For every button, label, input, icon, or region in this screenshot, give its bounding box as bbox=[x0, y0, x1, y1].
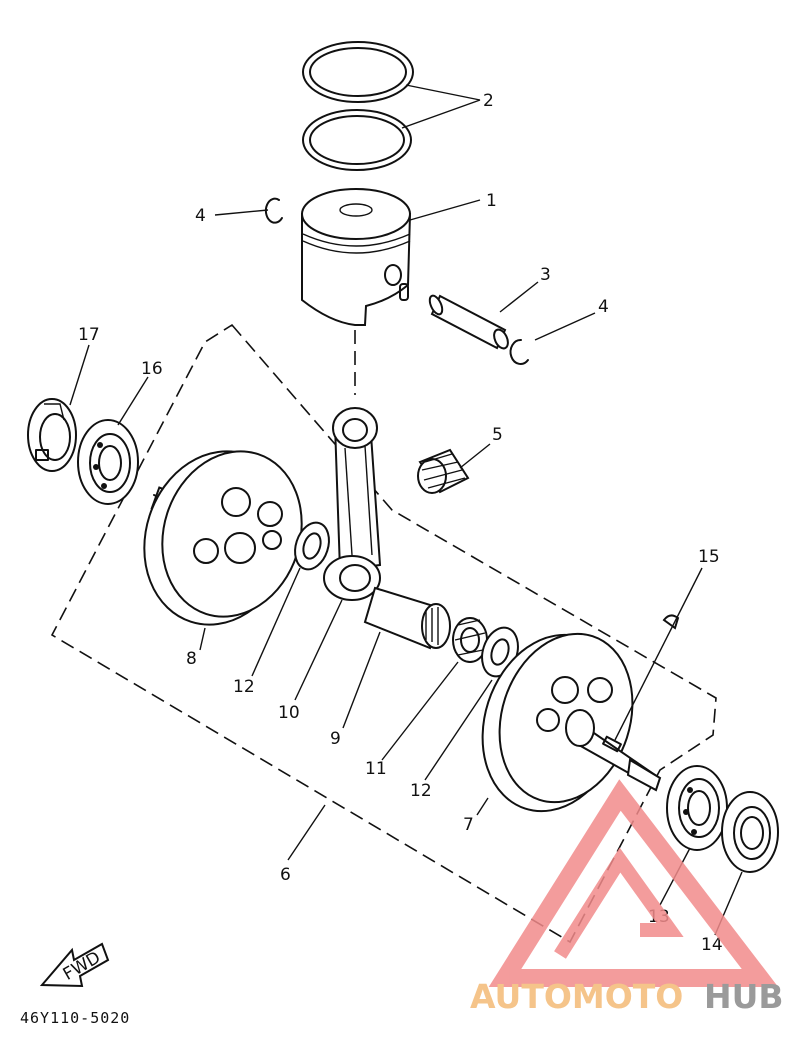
piston bbox=[301, 188, 412, 326]
callout-4-left: 4 bbox=[195, 206, 206, 226]
callout-17: 17 bbox=[78, 325, 100, 345]
callout-labels: 1 2 3 4 4 5 6 7 8 9 10 11 12 12 13 14 15… bbox=[78, 91, 723, 955]
callout-10: 10 bbox=[278, 703, 300, 723]
callout-14: 14 bbox=[701, 935, 723, 955]
left-thrust-washer bbox=[294, 521, 330, 571]
automotohub-logo-icon bbox=[488, 779, 779, 987]
callout-12-right: 12 bbox=[410, 781, 432, 801]
callout-8: 8 bbox=[186, 649, 197, 669]
callout-2: 2 bbox=[483, 91, 494, 111]
callout-4-right: 4 bbox=[598, 297, 609, 317]
right-bearing bbox=[666, 765, 728, 851]
watermark-text: AUTOMOTO HUB bbox=[470, 977, 784, 1016]
right-crank-wheel bbox=[481, 632, 662, 813]
watermark-hub: HUB bbox=[704, 977, 784, 1016]
crank-assembly-boundary bbox=[50, 323, 717, 944]
small-end-bearing bbox=[417, 448, 470, 494]
crank-pin bbox=[363, 586, 451, 650]
callout-3: 3 bbox=[540, 265, 551, 285]
callout-12-left: 12 bbox=[233, 677, 255, 697]
callout-1: 1 bbox=[486, 191, 497, 211]
callout-9: 9 bbox=[330, 729, 341, 749]
left-bearing bbox=[77, 419, 139, 505]
left-crank-wheel bbox=[143, 450, 303, 626]
callout-leaders bbox=[69, 84, 743, 936]
fwd-arrow-icon: FWD bbox=[39, 942, 110, 988]
callout-6: 6 bbox=[280, 865, 291, 885]
big-end-bearing bbox=[452, 617, 488, 663]
piston-rings bbox=[302, 41, 414, 171]
callout-11: 11 bbox=[365, 759, 387, 779]
woodruff-key bbox=[662, 614, 680, 630]
watermark-automoto: AUTOMOTO bbox=[470, 977, 683, 1016]
callout-7: 7 bbox=[463, 815, 474, 835]
piston-pin-clips bbox=[264, 197, 529, 365]
callout-16: 16 bbox=[141, 359, 163, 379]
left-oil-seal bbox=[27, 398, 77, 472]
callout-5: 5 bbox=[492, 425, 503, 445]
connecting-rod bbox=[323, 407, 382, 601]
right-oil-seal bbox=[721, 791, 779, 873]
callout-15: 15 bbox=[698, 547, 720, 567]
piston-pin bbox=[428, 294, 509, 350]
part-code: 46Y110-5020 bbox=[20, 1009, 130, 1027]
